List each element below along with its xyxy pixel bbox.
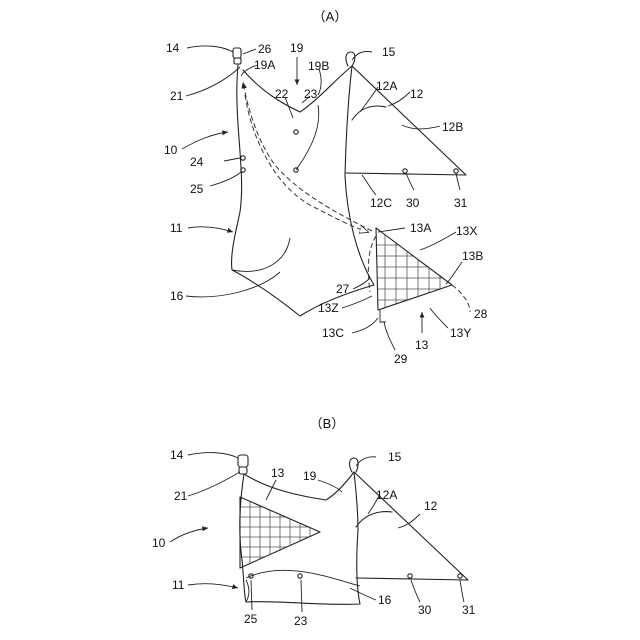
fastener-b-shape bbox=[238, 455, 248, 467]
label-10: 10 bbox=[164, 143, 178, 157]
label-19b: 19B bbox=[308, 59, 329, 73]
dot-b-30 bbox=[408, 574, 412, 578]
label-13a: 13A bbox=[410, 221, 431, 235]
label-13x: 13X bbox=[456, 224, 477, 238]
edge-b-25-line bbox=[246, 580, 249, 602]
label-b-31: 31 bbox=[462, 603, 476, 617]
flap-12a-curve bbox=[352, 106, 386, 120]
hook-15-shape bbox=[346, 52, 355, 66]
label-19: 19 bbox=[290, 41, 304, 55]
panel-a: （A） bbox=[164, 9, 488, 366]
fold-16-line bbox=[232, 238, 290, 271]
label-b-16: 16 bbox=[378, 593, 392, 607]
label-b-30: 30 bbox=[418, 603, 432, 617]
edge-27-dash bbox=[368, 236, 376, 292]
dot-b-31 bbox=[458, 574, 462, 578]
label-25: 25 bbox=[190, 182, 204, 196]
label-13y: 13Y bbox=[450, 326, 471, 340]
label-13z: 13Z bbox=[318, 301, 339, 315]
flap-b-12a-curve bbox=[356, 512, 392, 527]
label-11: 11 bbox=[170, 221, 183, 235]
label-30: 30 bbox=[406, 196, 420, 210]
panel-b: （B） bbox=[152, 416, 476, 628]
dot-b-23 bbox=[298, 574, 302, 578]
label-22: 22 bbox=[275, 87, 289, 101]
dot-24 bbox=[241, 156, 245, 160]
label-31: 31 bbox=[454, 196, 468, 210]
label-b-14: 14 bbox=[170, 448, 184, 462]
label-13c: 13C bbox=[322, 326, 344, 340]
label-15: 15 bbox=[382, 45, 396, 59]
label-b-23: 23 bbox=[294, 614, 308, 628]
label-28: 28 bbox=[474, 307, 488, 321]
label-24: 24 bbox=[190, 155, 204, 169]
label-b-15: 15 bbox=[388, 450, 402, 464]
panel-a-title: （A） bbox=[313, 9, 348, 24]
label-21: 21 bbox=[170, 89, 184, 103]
label-b-19: 19 bbox=[303, 469, 317, 483]
label-16: 16 bbox=[170, 289, 184, 303]
path-arrow-lower bbox=[245, 95, 368, 232]
fold-b-16-line bbox=[246, 570, 360, 586]
label-12: 12 bbox=[410, 87, 424, 101]
label-12b: 12B bbox=[442, 120, 463, 134]
label-13b: 13B bbox=[462, 249, 483, 263]
label-13: 13 bbox=[415, 338, 429, 352]
label-b-10: 10 bbox=[152, 536, 166, 550]
label-b-12: 12 bbox=[424, 499, 438, 513]
label-26: 26 bbox=[258, 42, 272, 56]
dot-31 bbox=[454, 169, 458, 173]
path-arrow-upper bbox=[243, 82, 372, 231]
label-b-21: 21 bbox=[174, 489, 188, 503]
fold-23-line bbox=[296, 105, 319, 170]
label-b-13: 13 bbox=[271, 466, 285, 480]
dot-30 bbox=[403, 169, 407, 173]
label-12a: 12A bbox=[376, 79, 397, 93]
fastener-26-shape bbox=[233, 48, 241, 58]
panel-b-title: （B） bbox=[310, 416, 345, 431]
tab-29-shape bbox=[380, 310, 386, 322]
fastener-26-base-shape bbox=[234, 58, 241, 64]
edge-28-dash bbox=[452, 285, 470, 312]
label-b-12a: 12A bbox=[376, 488, 397, 502]
label-12c: 12C bbox=[370, 196, 392, 210]
dot-22 bbox=[294, 130, 298, 134]
label-14: 14 bbox=[166, 41, 180, 55]
panel-b-leaders bbox=[170, 453, 464, 612]
label-27: 27 bbox=[336, 282, 350, 296]
label-b-11: 11 bbox=[172, 578, 185, 592]
panel-b-labels: 14 15 13 19 21 12A 12 10 11 16 25 23 30 … bbox=[152, 448, 476, 628]
fastener-b-base-shape bbox=[239, 467, 247, 474]
panel-b-drawing bbox=[170, 453, 468, 612]
label-19a: 19A bbox=[254, 58, 275, 72]
label-b-25: 25 bbox=[244, 612, 258, 626]
flap-b-12-outline bbox=[354, 472, 468, 580]
label-23: 23 bbox=[304, 87, 318, 101]
label-29: 29 bbox=[394, 352, 408, 366]
